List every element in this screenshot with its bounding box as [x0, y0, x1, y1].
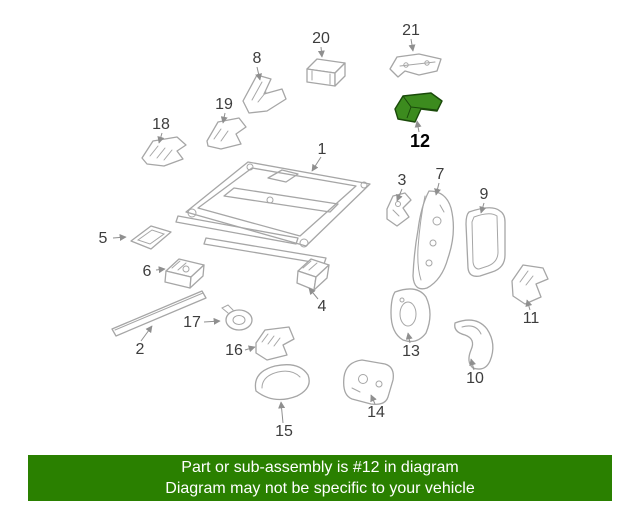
- part-14-drawing-panel: [343, 359, 394, 405]
- part-1-arrow: [311, 156, 322, 172]
- part-10-drawing-curved-bracket: [454, 319, 494, 370]
- part-4-arrow: [308, 287, 319, 300]
- part-12-label-highlighted: 12: [410, 131, 430, 151]
- part-3-arrow: [396, 188, 403, 202]
- part-14-label: 14: [367, 404, 385, 421]
- part-17-arrow: [203, 317, 221, 325]
- part-13-drawing-panel: [390, 288, 431, 343]
- part-7-arrow: [434, 182, 441, 196]
- part-8-drawing-bracket: [242, 74, 287, 114]
- part-9-drawing-panel: [465, 207, 506, 277]
- part-2-label: 2: [136, 341, 145, 358]
- part-1-label: 1: [318, 141, 327, 158]
- part-7-drawing-side-panel: [412, 190, 455, 290]
- part-20-arrow: [317, 46, 325, 58]
- part-19-label: 19: [215, 96, 233, 113]
- banner-line-1: Part or sub-assembly is #12 in diagram: [181, 459, 459, 476]
- banner-line-2: Diagram may not be specific to your vehi…: [165, 480, 475, 497]
- part-16-arrow: [244, 345, 256, 353]
- part-1-drawing-seat-track-frame: [175, 161, 371, 265]
- part-21-arrow: [408, 38, 416, 52]
- part-3-label: 3: [398, 172, 407, 189]
- part-6-drawing-switch-block: [164, 258, 205, 289]
- part-10-label: 10: [466, 370, 484, 387]
- part-9-label: 9: [480, 186, 489, 203]
- part-9-arrow: [479, 202, 487, 214]
- part-19-arrow: [220, 112, 228, 124]
- part-5-drawing-cover-tray: [130, 225, 172, 250]
- part-16-drawing-bracket: [255, 326, 295, 361]
- part-5-arrow: [112, 233, 127, 241]
- part-6-arrow: [155, 266, 166, 274]
- part-10-arrow: [469, 358, 477, 371]
- part-3-drawing-bracket: [386, 192, 412, 227]
- part-16-label: 16: [225, 342, 243, 359]
- part-20-drawing-channel: [306, 58, 346, 87]
- part-8-arrow: [255, 66, 262, 81]
- part-15-label: 15: [275, 423, 293, 440]
- part-12-arrow: [414, 120, 422, 133]
- part-18-arrow: [157, 132, 165, 144]
- part-15-drawing-shell: [254, 364, 310, 401]
- highlight-info-banner: Part or sub-assembly is #12 in diagram D…: [28, 455, 612, 501]
- part-15-arrow: [278, 401, 286, 424]
- part-11-arrow: [525, 299, 533, 311]
- part-14-arrow: [370, 394, 377, 405]
- part-19-drawing-bracket: [206, 117, 247, 150]
- part-4-label: 4: [318, 298, 327, 315]
- part-18-label: 18: [152, 116, 170, 133]
- part-12-drawing-highlighted: [394, 92, 443, 123]
- part-2-arrow: [140, 325, 153, 342]
- part-8-label: 8: [253, 50, 262, 67]
- part-13-label: 13: [402, 343, 420, 360]
- part-7-label: 7: [436, 166, 445, 183]
- part-20-label: 20: [312, 30, 330, 47]
- part-17-label: 17: [183, 314, 201, 331]
- part-13-arrow: [405, 332, 413, 344]
- part-11-label: 11: [523, 310, 540, 327]
- part-21-drawing-flat-bracket: [389, 53, 442, 78]
- callout-arrows: [112, 38, 533, 424]
- part-5-label: 5: [99, 230, 108, 247]
- part-2-drawing-trim-strip: [111, 290, 207, 337]
- part-18-drawing-bracket: [141, 136, 187, 167]
- part-4-drawing-module: [296, 258, 330, 291]
- part-number-labels: 1 2 3 4 5 6 7 8 9 10 11 12 13 14 15 16 1…: [99, 22, 540, 440]
- part-17-drawing-grommet: [221, 304, 253, 331]
- part-21-label: 21: [402, 22, 420, 39]
- part-6-label: 6: [143, 263, 152, 280]
- part-11-drawing-bracket: [511, 264, 549, 305]
